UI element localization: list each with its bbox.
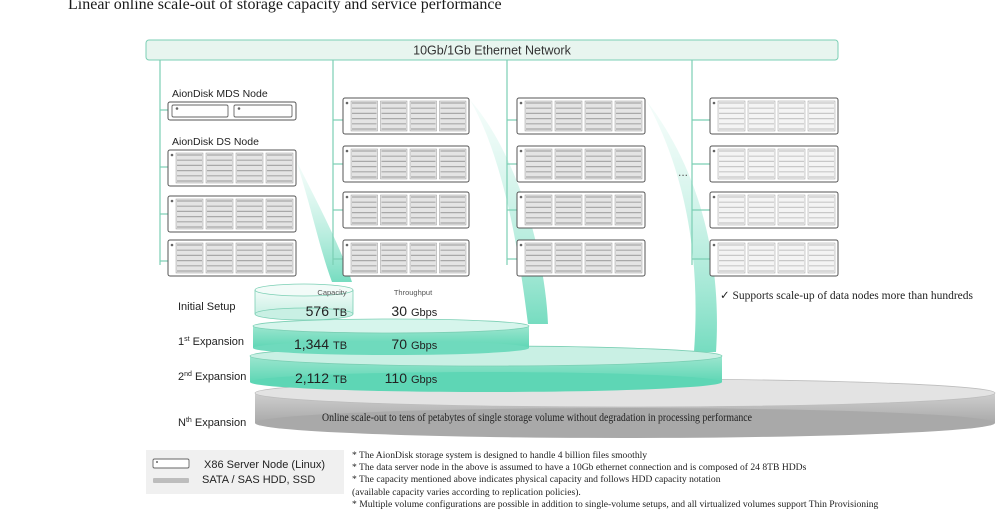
footnote: * The data server node in the above is a… xyxy=(352,462,807,474)
server-node xyxy=(516,97,646,135)
stage-row-initial: Initial Setup 576 TB 30 Gbps xyxy=(178,301,438,319)
first-expansion-cylinder xyxy=(252,318,530,355)
server-node xyxy=(516,191,646,229)
stage-label: 1st Expansion xyxy=(178,336,244,348)
mds-server-node xyxy=(167,101,297,121)
throughput-unit: Gbps xyxy=(411,307,438,319)
initial-setup-cylinder xyxy=(254,283,354,321)
ellipsis-more-nodes: ... xyxy=(678,165,688,179)
throughput-value: 70 xyxy=(391,336,407,352)
legend xyxy=(146,450,344,494)
expansion-stack xyxy=(249,283,996,438)
footnote: (available capacity varies according to … xyxy=(352,486,581,498)
stage-label: Initial Setup xyxy=(178,301,235,313)
throughput-value: 30 xyxy=(391,303,407,319)
server-node xyxy=(516,239,646,277)
checkmark-icon: ✓ xyxy=(720,290,730,302)
ds-node-label: AionDisk DS Node xyxy=(172,136,259,148)
server-node xyxy=(342,191,470,229)
stage-row-nth: Nth Expansion Online scale-out to tens o… xyxy=(178,412,752,429)
capacity-unit: TB xyxy=(333,307,347,319)
server-node xyxy=(167,239,297,277)
footnote: * The AionDisk storage system is designe… xyxy=(352,450,648,461)
legend-server-label: X86 Server Node (Linux) xyxy=(204,459,326,471)
throughput-unit: Gbps xyxy=(411,340,438,352)
throughput-header: Throughput xyxy=(394,288,433,297)
capacity-value: 576 xyxy=(306,303,330,319)
server-node xyxy=(709,145,839,183)
scale-note-text: Supports scale-up of data nodes more tha… xyxy=(732,290,973,302)
second-expansion-cylinder xyxy=(249,345,723,392)
network-label: 10Gb/1Gb Ethernet Network xyxy=(413,44,571,58)
stage-label: Nth Expansion xyxy=(178,417,246,429)
capacity-unit: TB xyxy=(333,340,347,352)
capacity-value: 2,112 xyxy=(295,370,329,386)
capacity-unit: TB xyxy=(333,374,347,386)
footnote: * Multiple volume configurations are pos… xyxy=(352,498,879,510)
throughput-value: 110 xyxy=(385,370,408,386)
server-node xyxy=(342,97,470,135)
throughput-unit: Gbps xyxy=(411,374,438,386)
server-node xyxy=(709,191,839,229)
data-server-nodes xyxy=(167,97,839,277)
legend-disk-label: SATA / SAS HDD, SSD xyxy=(202,474,316,486)
stage-row-second: 2nd Expansion 2,112 TB 110 Gbps xyxy=(178,370,438,386)
legend-disk-swatch xyxy=(153,478,189,483)
funnel-column-3 xyxy=(646,100,717,352)
network-bar: 10Gb/1Gb Ethernet Network xyxy=(145,39,839,61)
page-title: Linear online scale-out of storage capac… xyxy=(68,0,502,13)
server-node xyxy=(342,239,470,277)
server-node xyxy=(167,149,297,187)
server-node xyxy=(709,97,839,135)
footnote: * The capacity mentioned above indicates… xyxy=(352,474,721,486)
scale-note: ✓ Supports scale-up of data nodes more t… xyxy=(720,288,973,302)
mds-node-label: AionDisk MDS Node xyxy=(172,88,268,100)
network-wiring xyxy=(159,60,710,265)
server-node xyxy=(516,145,646,183)
nth-expansion-description: Online scale-out to tens of petabytes of… xyxy=(322,412,752,424)
legend-server-swatch xyxy=(152,458,190,469)
funnel-ds-column xyxy=(296,160,352,282)
server-node xyxy=(342,145,470,183)
footnotes: * The AionDisk storage system is designe… xyxy=(352,450,878,511)
capacity-header: Capacity xyxy=(317,288,346,297)
capacity-value: 1,344 xyxy=(294,336,329,352)
stage-label: 2nd Expansion xyxy=(178,371,246,383)
server-node xyxy=(709,239,839,277)
stage-row-first: 1st Expansion 1,344 TB 70 Gbps xyxy=(178,336,438,352)
server-node xyxy=(167,195,297,233)
